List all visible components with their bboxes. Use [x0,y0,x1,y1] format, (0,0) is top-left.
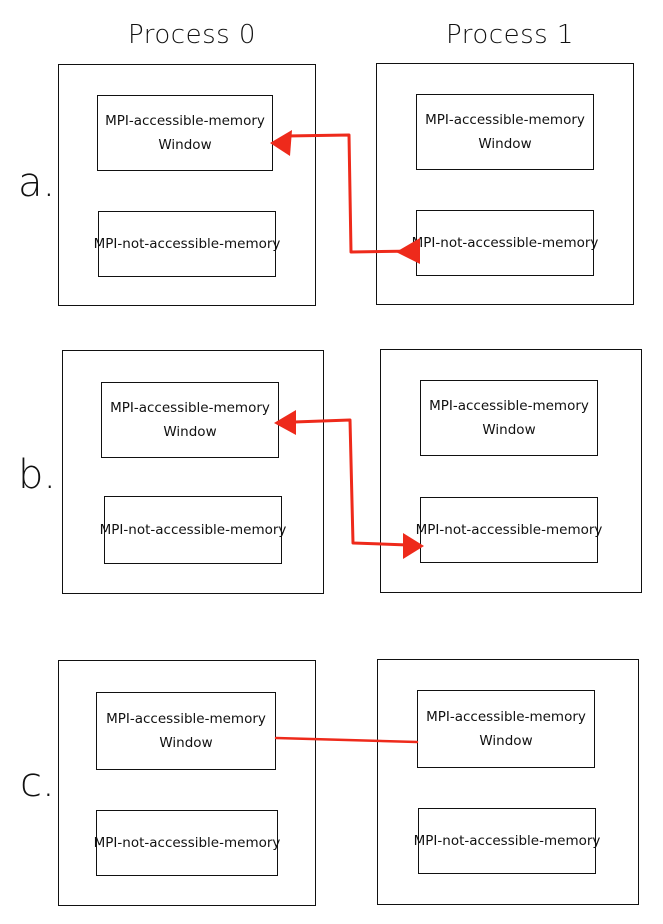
window-label: MPI-accessible-memory [105,113,265,129]
window-label: MPI-accessible-memory [429,398,589,414]
row-label-a: a. [18,160,56,206]
not-accessible-label: MPI-not-accessible-memory [413,833,601,849]
process-0-window-b: MPI-accessible-memory Window [101,382,279,458]
process-0-box-c [58,660,316,906]
process-0-not-accessible-a: MPI-not-accessible-memory [94,211,280,277]
row-label-c: c. [20,760,55,806]
process-1-window-a: MPI-accessible-memory Window [416,94,594,170]
process-1-box-c [377,659,639,905]
process-1-window-c: MPI-accessible-memory Window [417,690,595,768]
window-label: MPI-accessible-memory [110,400,270,416]
process-0-window-c: MPI-accessible-memory Window [96,692,276,770]
not-accessible-label: MPI-not-accessible-memory [415,522,603,538]
not-accessible-label: MPI-not-accessible-memory [93,236,281,252]
window-label: MPI-accessible-memory [425,112,585,128]
window-sublabel: Window [478,136,532,152]
process-1-window-b: MPI-accessible-memory Window [420,380,598,456]
process-1-not-accessible-b: MPI-not-accessible-memory [416,497,602,563]
window-sublabel: Window [482,422,536,438]
row-label-b: b. [18,452,57,498]
window-label: MPI-accessible-memory [106,711,266,727]
process-0-not-accessible-c: MPI-not-accessible-memory [93,810,281,876]
process-1-not-accessible-a: MPI-not-accessible-memory [412,210,598,276]
not-accessible-label: MPI-not-accessible-memory [99,522,287,538]
window-sublabel: Window [163,424,217,440]
window-sublabel: Window [479,733,533,749]
window-label: MPI-accessible-memory [426,709,586,725]
not-accessible-label: MPI-not-accessible-memory [93,835,281,851]
process-1-title: Process 1 [446,20,574,50]
window-sublabel: Window [159,735,213,751]
process-1-not-accessible-c: MPI-not-accessible-memory [414,808,600,874]
process-0-not-accessible-b: MPI-not-accessible-memory [100,496,286,564]
window-sublabel: Window [158,137,212,153]
process-0-window-a: MPI-accessible-memory Window [97,95,273,171]
not-accessible-label: MPI-not-accessible-memory [411,235,599,251]
process-0-title: Process 0 [128,20,256,50]
